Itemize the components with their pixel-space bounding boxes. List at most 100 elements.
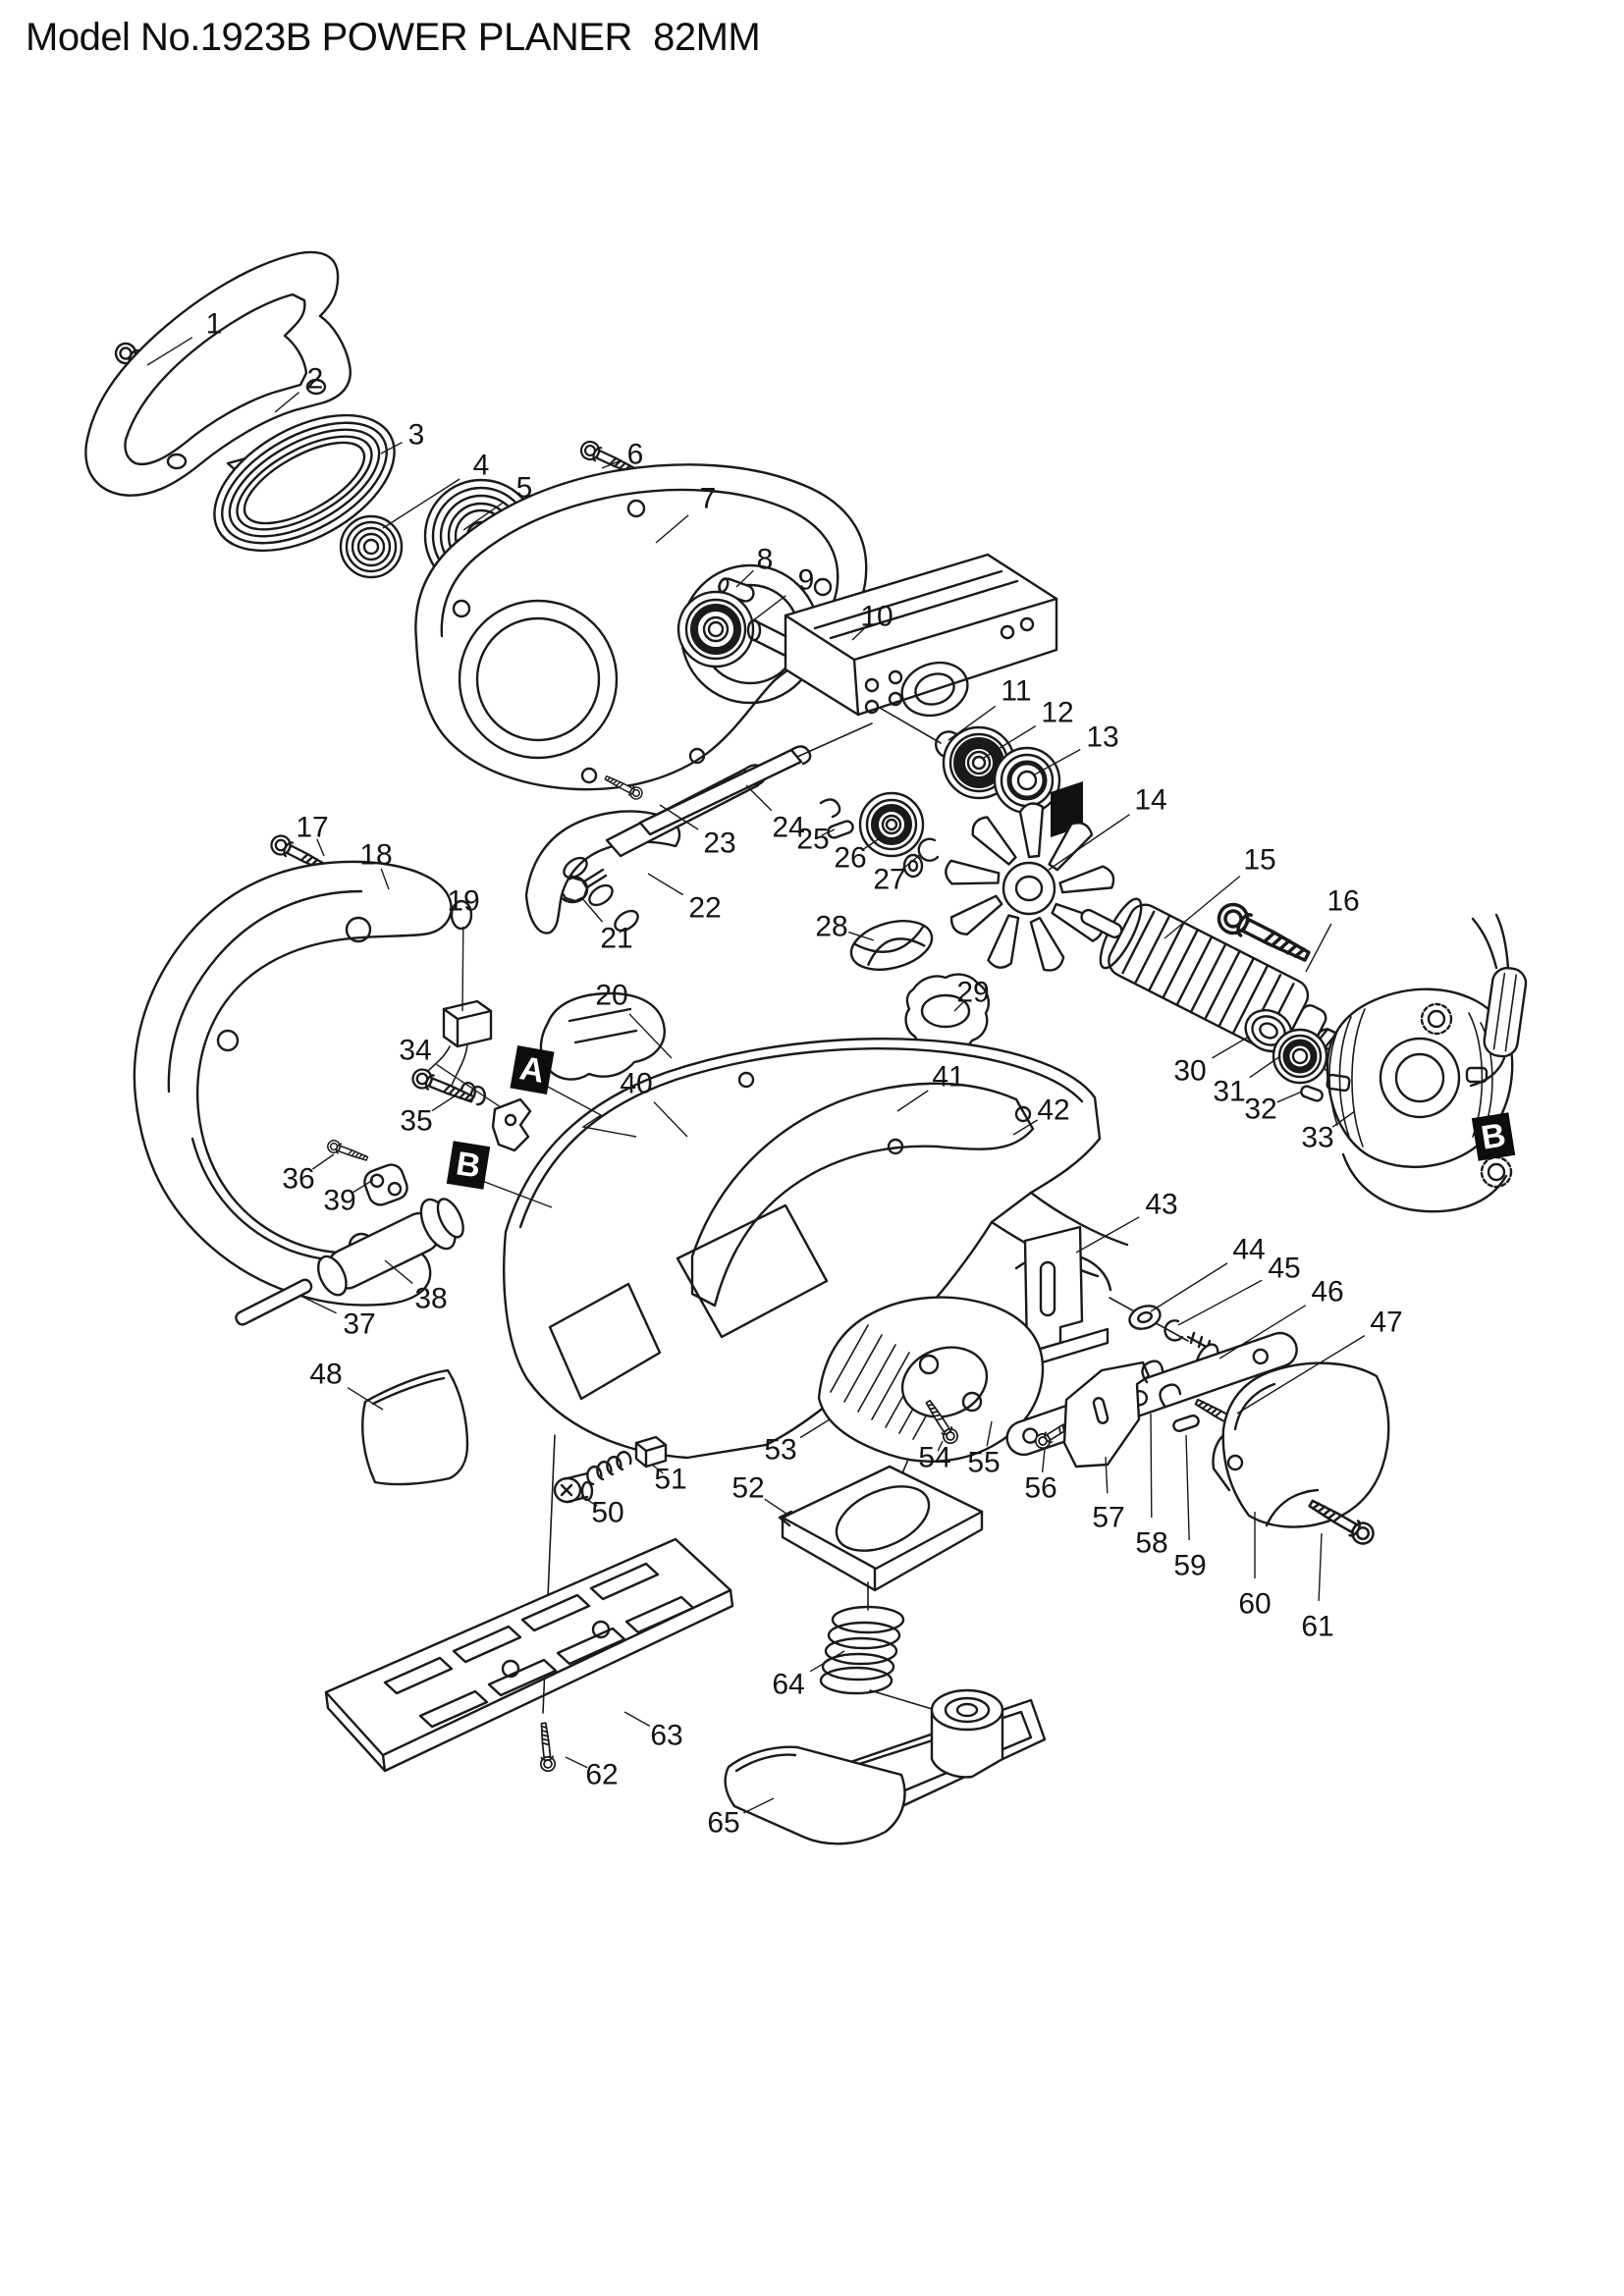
callout-44: 44: [1150, 1234, 1266, 1312]
svg-text:31: 31: [1213, 1076, 1245, 1108]
callout-56: 56: [1024, 1448, 1057, 1505]
guide-bracket-43: [1023, 1225, 1110, 1368]
callout-37: 37: [299, 1295, 376, 1341]
callout-8: 8: [735, 544, 774, 588]
svg-text:55: 55: [967, 1447, 1000, 1479]
callout-46: 46: [1218, 1276, 1344, 1360]
callout-51: 51: [651, 1464, 687, 1496]
callout-53: 53: [764, 1418, 831, 1467]
callout-29: 29: [953, 977, 990, 1012]
svg-text:2: 2: [307, 363, 324, 396]
svg-text:56: 56: [1024, 1472, 1056, 1505]
svg-text:8: 8: [757, 544, 774, 576]
svg-text:30: 30: [1173, 1055, 1206, 1088]
svg-text:B: B: [454, 1145, 483, 1185]
callout-48: 48: [309, 1359, 384, 1411]
callout-60: 60: [1238, 1512, 1272, 1621]
fan-shape: [945, 802, 1115, 972]
svg-text:18: 18: [359, 839, 392, 872]
svg-text:33: 33: [1301, 1122, 1333, 1154]
svg-text:57: 57: [1092, 1502, 1124, 1534]
callout-18: 18: [359, 839, 393, 890]
callout-61: 61: [1301, 1532, 1334, 1643]
svg-text:63: 63: [650, 1720, 682, 1752]
pulley-small-shape: [339, 514, 404, 579]
callout-45: 45: [1177, 1253, 1301, 1326]
svg-text:38: 38: [414, 1283, 447, 1315]
letter-badges: ABB: [446, 1045, 1516, 1208]
svg-text:37: 37: [343, 1308, 375, 1341]
svg-text:4: 4: [473, 450, 490, 482]
callout-65: 65: [707, 1797, 775, 1840]
svg-text:54: 54: [918, 1442, 950, 1474]
svg-text:17: 17: [296, 812, 328, 844]
svg-text:52: 52: [731, 1472, 764, 1505]
adjust-bar-24: [638, 745, 841, 836]
svg-text:12: 12: [1041, 697, 1073, 729]
svg-text:9: 9: [798, 564, 815, 597]
svg-text:36: 36: [282, 1163, 314, 1196]
callout-34: 34: [399, 1035, 502, 1108]
bearing-plate-shape: [414, 463, 868, 791]
svg-text:53: 53: [764, 1434, 796, 1467]
callout-64: 64: [772, 1650, 845, 1701]
star-knob-29: [904, 973, 990, 1087]
callout-11: 11: [947, 675, 1032, 741]
svg-text:21: 21: [600, 923, 632, 955]
badge-b: B: [1471, 1112, 1516, 1161]
guard-60: [1212, 1362, 1390, 1528]
callout-41: 41: [896, 1061, 965, 1112]
callout-40: 40: [620, 1068, 688, 1138]
cap-28: [849, 920, 934, 971]
callout-22: 22: [647, 873, 722, 925]
callout-26: 26: [834, 837, 881, 875]
switch-shape: [419, 999, 493, 1087]
pin-32: [1300, 1085, 1324, 1102]
svg-text:43: 43: [1145, 1189, 1177, 1221]
svg-text:46: 46: [1311, 1276, 1343, 1308]
clip-58: [1141, 1360, 1182, 1408]
adjust-screw-51: [586, 1435, 668, 1486]
stand-65: [724, 1688, 1047, 1845]
callout-7: 7: [655, 483, 716, 544]
pin-59: [1172, 1414, 1200, 1433]
cutter-drum-shape: [746, 553, 1058, 718]
page-title: Model No.1923B POWER PLANER 82MM: [26, 16, 761, 59]
rear-handle-shape: [133, 860, 473, 1307]
svg-text:32: 32: [1244, 1094, 1276, 1126]
callout-50: 50: [580, 1495, 624, 1529]
callout-5: 5: [462, 472, 533, 531]
callout-28: 28: [815, 911, 875, 943]
callout-6: 6: [601, 439, 643, 471]
svg-text:3: 3: [408, 419, 425, 452]
callout-24: 24: [745, 784, 805, 844]
callout-47: 47: [1236, 1307, 1403, 1415]
callout-20: 20: [595, 980, 673, 1059]
badge-b: B: [446, 1141, 553, 1208]
callout-25: 25: [796, 824, 836, 856]
svg-text:40: 40: [620, 1068, 652, 1100]
svg-text:5: 5: [516, 472, 533, 505]
svg-text:26: 26: [834, 842, 866, 875]
svg-text:25: 25: [796, 824, 829, 856]
svg-text:44: 44: [1232, 1234, 1265, 1266]
screw-62: [535, 1721, 557, 1773]
bed-plate-52: [778, 1465, 984, 1592]
svg-text:45: 45: [1268, 1253, 1300, 1285]
svg-text:50: 50: [591, 1497, 623, 1529]
svg-text:11: 11: [1001, 675, 1031, 708]
ball-bearing-13: [993, 746, 1061, 815]
callout-10: 10: [851, 601, 893, 641]
callout-9: 9: [747, 564, 815, 625]
svg-text:14: 14: [1134, 784, 1166, 817]
callout-32: 32: [1244, 1091, 1303, 1126]
callout-17: 17: [296, 812, 329, 857]
callout-21: 21: [580, 896, 633, 955]
svg-text:16: 16: [1326, 885, 1359, 918]
callout-59: 59: [1173, 1434, 1207, 1582]
callout-3: 3: [380, 419, 425, 454]
callout-57: 57: [1092, 1456, 1125, 1534]
callout-55: 55: [967, 1420, 1001, 1479]
